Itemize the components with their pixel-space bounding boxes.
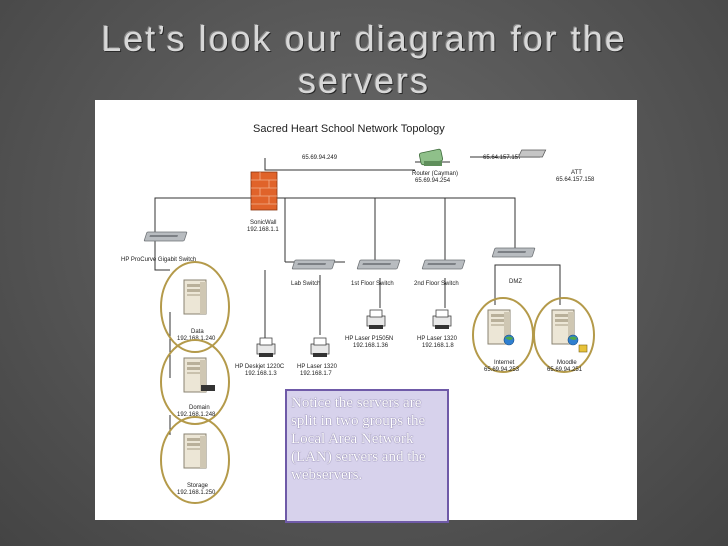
slide-title: Let’s look our diagram for the servers	[101, 18, 627, 101]
highlight-circle	[533, 297, 595, 373]
procurve-switch-icon	[143, 231, 188, 242]
router-label: Router (Cayman)	[412, 171, 458, 177]
floor2-switch-icon	[421, 259, 466, 270]
firewall-icon	[250, 171, 278, 211]
globe-icon	[567, 334, 579, 346]
server-storage-label: Storage	[187, 483, 209, 489]
keyboard-icon	[201, 385, 215, 391]
highlight-circle	[160, 261, 230, 353]
floor1-switch-label: 1st Floor Switch	[351, 281, 394, 287]
server-internet-label: Internet	[494, 360, 515, 366]
highlight-circle	[160, 339, 230, 425]
router-icon	[418, 148, 444, 166]
diagram-title: Sacred Heart School Network Topology	[253, 123, 445, 135]
att-ip: 65.64.157.158	[556, 177, 595, 183]
lab-switch-label: Lab Switch	[291, 281, 320, 287]
server-moodle-label: Moodle	[557, 360, 577, 366]
printer-1320-floor2-ip: 192.168.1.8	[422, 343, 454, 349]
server-icon	[183, 279, 207, 315]
printer-icon	[366, 309, 386, 330]
callout-note: Notice the servers are split in two grou…	[285, 389, 449, 523]
printer-1320-floor2-label: HP Laser 1320	[417, 336, 458, 342]
server-domain-ip: 192.168.1.248	[177, 412, 216, 418]
server-storage-ip: 192.168.1.250	[177, 490, 216, 496]
printer-icon	[256, 337, 276, 358]
server-data-label: Data	[191, 329, 204, 335]
printer-icon	[432, 309, 452, 330]
att-modem-icon	[517, 149, 547, 158]
dmz-switch-icon	[491, 247, 536, 258]
link-label-sonicwall-router: 65.69.94.249	[302, 155, 338, 161]
att-label: ATT	[571, 170, 582, 176]
lab-switch-icon	[291, 259, 336, 270]
highlight-circle	[160, 416, 230, 504]
printer-p1505n-ip: 192.168.1.36	[353, 343, 389, 349]
printer-1320-lab-ip: 192.168.1.7	[300, 371, 332, 377]
floor2-switch-label: 2nd Floor Switch	[414, 281, 459, 287]
floor1-switch-icon	[356, 259, 401, 270]
printer-1320-lab-label: HP Laser 1320	[297, 364, 338, 370]
lock-icon	[578, 344, 588, 353]
server-icon	[183, 433, 207, 469]
globe-icon	[503, 334, 515, 346]
procurve-switch-label: HP ProCurve Gigabit Switch	[121, 257, 196, 263]
topology-canvas: Sacred Heart School Network Topology 65.…	[121, 123, 595, 504]
sonicwall-label: SonicWall	[250, 220, 276, 226]
router-ip: 65.69.94.254	[415, 178, 451, 184]
printer-deskjet-ip: 192.168.1.3	[245, 371, 277, 377]
server-moodle-ip: 65.69.94.251	[547, 367, 583, 373]
printer-p1505n-label: HP Laser P1505N	[345, 336, 393, 342]
printer-deskjet-label: HP Deskjet 1220C	[235, 364, 285, 370]
server-domain-label: Domain	[189, 405, 210, 411]
sonicwall-ip: 192.168.1.1	[247, 227, 279, 233]
connection-lines	[154, 156, 561, 435]
dmz-label: DMZ	[509, 279, 522, 285]
server-internet-ip: 65.69.94.253	[484, 367, 520, 373]
printer-icon	[310, 337, 330, 358]
link-label-router-att: 65.64.157.157	[483, 155, 522, 161]
server-data-ip: 192.168.1.240	[177, 336, 216, 342]
